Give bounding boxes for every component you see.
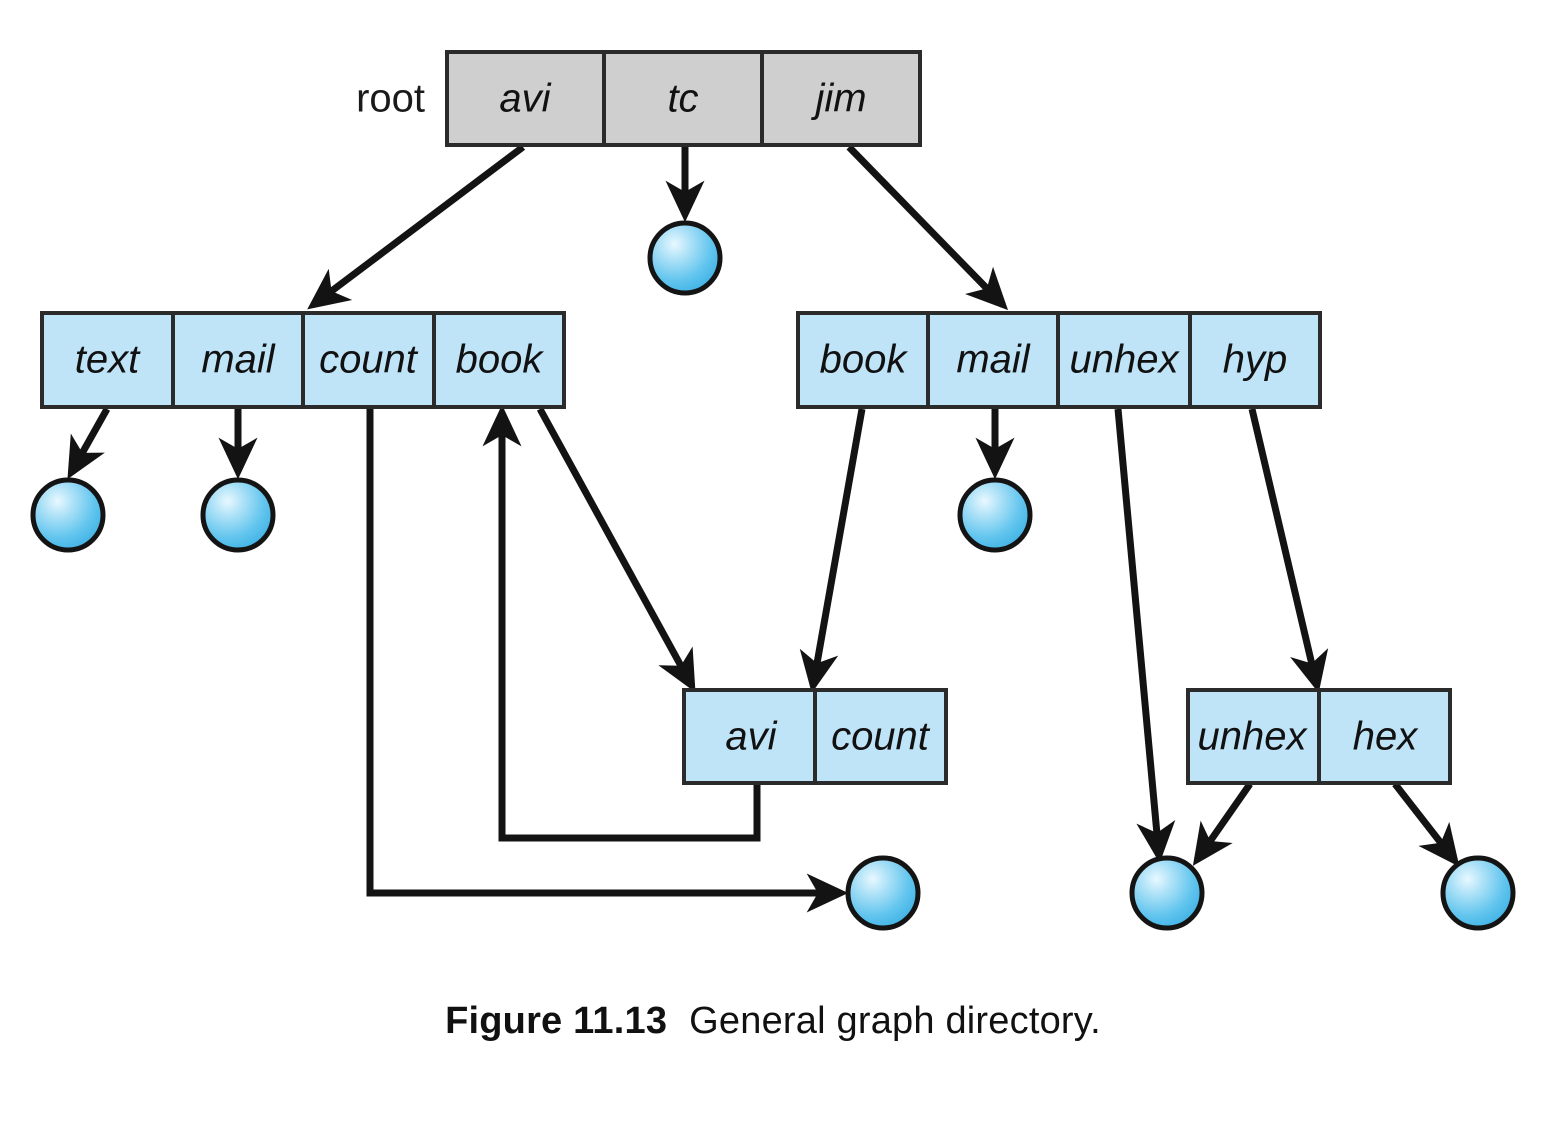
- root-directory[interactable]: avi tc jim: [445, 50, 922, 147]
- edge-text-to-file: [67, 407, 111, 480]
- avi-cell-count[interactable]: count: [319, 338, 419, 382]
- file-node-count: [845, 855, 921, 931]
- edge-root-jim-to-right-row: [846, 144, 1009, 311]
- edge-layer: [67, 144, 1460, 913]
- jim-cell-hyp[interactable]: hyp: [1223, 338, 1288, 382]
- hyp-cell-unhex[interactable]: unhex: [1198, 715, 1309, 759]
- avi-directory[interactable]: text mail count book: [40, 311, 566, 409]
- file-node-mail-right: [957, 477, 1033, 553]
- figure-caption-text: General graph directory.: [689, 1000, 1101, 1042]
- jim-cell-unhex[interactable]: unhex: [1070, 338, 1181, 382]
- jim-directory[interactable]: book mail unhex hyp: [796, 311, 1322, 409]
- root-cell-avi[interactable]: avi: [499, 77, 551, 121]
- edge-unhex-box-to-file: [1192, 781, 1253, 866]
- edge-unhex-row-to-file: [1114, 408, 1176, 864]
- hyp-directory[interactable]: unhex hex: [1186, 688, 1452, 785]
- shared-book-directory[interactable]: avi count: [682, 688, 948, 785]
- file-node-unhex: [1129, 855, 1205, 931]
- figure-caption: Figure 11.13 General graph directory.: [0, 1000, 1546, 1043]
- hyp-cell-hex[interactable]: hex: [1353, 715, 1419, 759]
- edge-hex-box-to-file: [1392, 781, 1460, 867]
- shared-cell-count[interactable]: count: [831, 715, 931, 759]
- root-cell-tc[interactable]: tc: [667, 77, 698, 121]
- edge-count-left-to-file: [366, 409, 849, 913]
- edge-mid-box-back-to-book: [482, 404, 761, 842]
- edge-root-avi-to-left-row: [307, 144, 526, 310]
- jim-cell-book[interactable]: book: [820, 338, 909, 382]
- root-label: root: [356, 77, 425, 121]
- root-directory-box: [445, 50, 922, 147]
- file-node-hex: [1440, 855, 1516, 931]
- edge-book-left-to-mid-box: [536, 407, 696, 693]
- sphere-layer: [30, 220, 1516, 931]
- avi-cell-mail[interactable]: mail: [201, 338, 275, 382]
- root-cell-jim[interactable]: jim: [810, 77, 866, 121]
- file-node-text: [30, 477, 106, 553]
- file-node-tc: [647, 220, 723, 296]
- file-node-mail-left: [200, 477, 276, 553]
- edge-book-right-to-mid-box: [799, 408, 866, 694]
- avi-cell-book[interactable]: book: [456, 338, 545, 382]
- figure-caption-label: Figure 11.13: [445, 1000, 668, 1042]
- edge-hyp-to-hex-box: [1248, 408, 1329, 694]
- avi-cell-text[interactable]: text: [75, 338, 141, 382]
- jim-cell-mail[interactable]: mail: [956, 338, 1030, 382]
- shared-cell-avi[interactable]: avi: [725, 715, 777, 759]
